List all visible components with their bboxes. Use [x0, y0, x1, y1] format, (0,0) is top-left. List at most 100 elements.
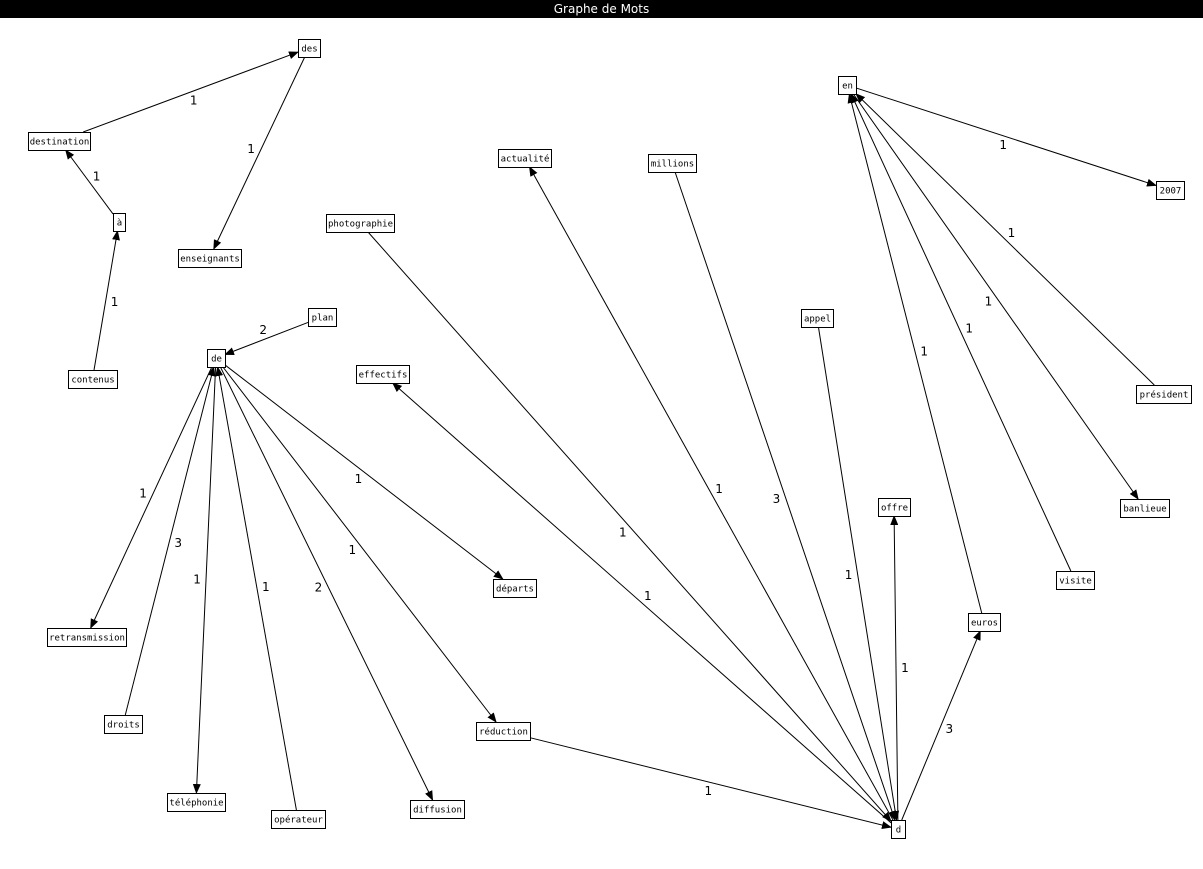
edge-president-en: 1: [855, 93, 1155, 386]
edge-weight-label: 1: [920, 344, 928, 358]
edge-en-y2007: 1: [855, 87, 1157, 187]
node-appel[interactable]: appel: [801, 309, 834, 328]
edge-weight-label: 1: [985, 295, 993, 309]
edge-weight-label: 1: [93, 170, 101, 184]
node-box[interactable]: [1156, 181, 1185, 200]
node-box[interactable]: [167, 793, 226, 812]
node-label: à: [117, 219, 122, 229]
node-box[interactable]: [298, 39, 321, 58]
node-box[interactable]: [326, 214, 395, 233]
node-contenus[interactable]: contenus: [68, 370, 118, 389]
node-box[interactable]: [410, 800, 465, 819]
node-en[interactable]: en: [838, 76, 857, 95]
edge-line: [674, 171, 896, 821]
node-label: des: [301, 45, 317, 55]
node-box[interactable]: [207, 349, 226, 368]
node-box[interactable]: [878, 498, 911, 517]
node-box[interactable]: [838, 76, 857, 95]
edge-line: [852, 93, 1139, 500]
node-box[interactable]: [476, 722, 531, 741]
node-plan[interactable]: plan: [308, 308, 337, 327]
node-box[interactable]: [47, 628, 127, 647]
node-box[interactable]: [28, 132, 91, 151]
node-box[interactable]: [356, 365, 410, 384]
node-banlieue[interactable]: banlieue: [1120, 499, 1170, 518]
edge-millions-d: 3: [674, 171, 896, 821]
node-label: photographie: [328, 220, 393, 230]
edge-line: [65, 149, 114, 215]
node-diffusion[interactable]: diffusion: [410, 800, 465, 819]
edge-des-enseignants: 1: [213, 56, 306, 250]
edge-destination-des: 1: [83, 51, 299, 133]
node-label: retransmission: [49, 634, 125, 644]
node-visite[interactable]: visite: [1056, 571, 1095, 590]
node-box[interactable]: [891, 820, 906, 839]
node-box[interactable]: [178, 249, 242, 268]
node-label: effectifs: [359, 371, 408, 381]
edge-weight-label: 3: [174, 536, 182, 550]
node-box[interactable]: [648, 154, 697, 173]
node-label: contenus: [71, 376, 114, 386]
node-destination[interactable]: destination: [28, 132, 91, 151]
edge-weight-label: 1: [355, 472, 363, 486]
edge-weight-label: 1: [262, 580, 270, 594]
node-telephonie[interactable]: téléphonie: [167, 793, 226, 812]
node-departs[interactable]: départs: [493, 579, 537, 598]
node-euros[interactable]: euros: [968, 613, 1001, 632]
node-retransmission[interactable]: retransmission: [47, 628, 127, 647]
node-box[interactable]: [113, 213, 126, 232]
node-box[interactable]: [1120, 499, 1170, 518]
node-a[interactable]: à: [113, 213, 126, 232]
node-label: appel: [804, 315, 831, 325]
node-label: 2007: [1160, 187, 1182, 197]
node-operateur[interactable]: opérateur: [271, 810, 326, 829]
edge-line: [817, 326, 900, 821]
node-photographie[interactable]: photographie: [326, 214, 395, 233]
node-des[interactable]: des: [298, 39, 321, 58]
edge-a-destination: 1: [65, 149, 114, 215]
node-label: offre: [881, 504, 908, 514]
node-label: droits: [107, 721, 140, 731]
edge-line: [213, 56, 306, 250]
node-label: plan: [312, 314, 334, 324]
edge-line: [847, 93, 983, 614]
window-title: Graphe de Mots: [0, 0, 1203, 18]
node-box[interactable]: [271, 810, 326, 829]
edge-de-diffusion: 2: [219, 366, 434, 801]
node-box[interactable]: [104, 715, 143, 734]
edge-line: [855, 93, 1155, 386]
node-box[interactable]: [493, 579, 537, 598]
node-offre[interactable]: offre: [878, 498, 911, 517]
node-effectifs[interactable]: effectifs: [356, 365, 410, 384]
node-box[interactable]: [68, 370, 118, 389]
node-box[interactable]: [968, 613, 1001, 632]
edge-line: [93, 230, 120, 371]
node-box[interactable]: [801, 309, 834, 328]
node-box[interactable]: [498, 149, 552, 168]
node-actualite[interactable]: actualité: [498, 149, 552, 168]
node-label: téléphonie: [169, 798, 223, 809]
node-d[interactable]: d: [891, 820, 906, 839]
edge-visite-en: 1: [850, 93, 1072, 572]
node-reduction[interactable]: réduction: [476, 722, 531, 741]
node-y2007[interactable]: 2007: [1156, 181, 1185, 200]
edge-weight-label: 1: [999, 138, 1007, 152]
node-president[interactable]: président: [1136, 385, 1192, 404]
edge-line: [215, 366, 297, 811]
node-droits[interactable]: droits: [104, 715, 143, 734]
node-label: visite: [1059, 577, 1092, 587]
edge-weight-label: 1: [715, 482, 723, 496]
node-label: de: [211, 355, 222, 365]
node-enseignants[interactable]: enseignants: [178, 249, 242, 268]
node-millions[interactable]: millions: [648, 154, 697, 173]
edge-weight-label: 1: [193, 573, 201, 587]
edge-weight-label: 1: [845, 568, 853, 582]
edge-weight-label: 1: [349, 543, 357, 557]
node-box[interactable]: [308, 308, 337, 327]
node-de[interactable]: de: [207, 349, 226, 368]
node-box[interactable]: [1136, 385, 1192, 404]
node-label: millions: [651, 160, 694, 170]
node-box[interactable]: [1056, 571, 1095, 590]
edge-contenus-a: 1: [93, 230, 120, 371]
